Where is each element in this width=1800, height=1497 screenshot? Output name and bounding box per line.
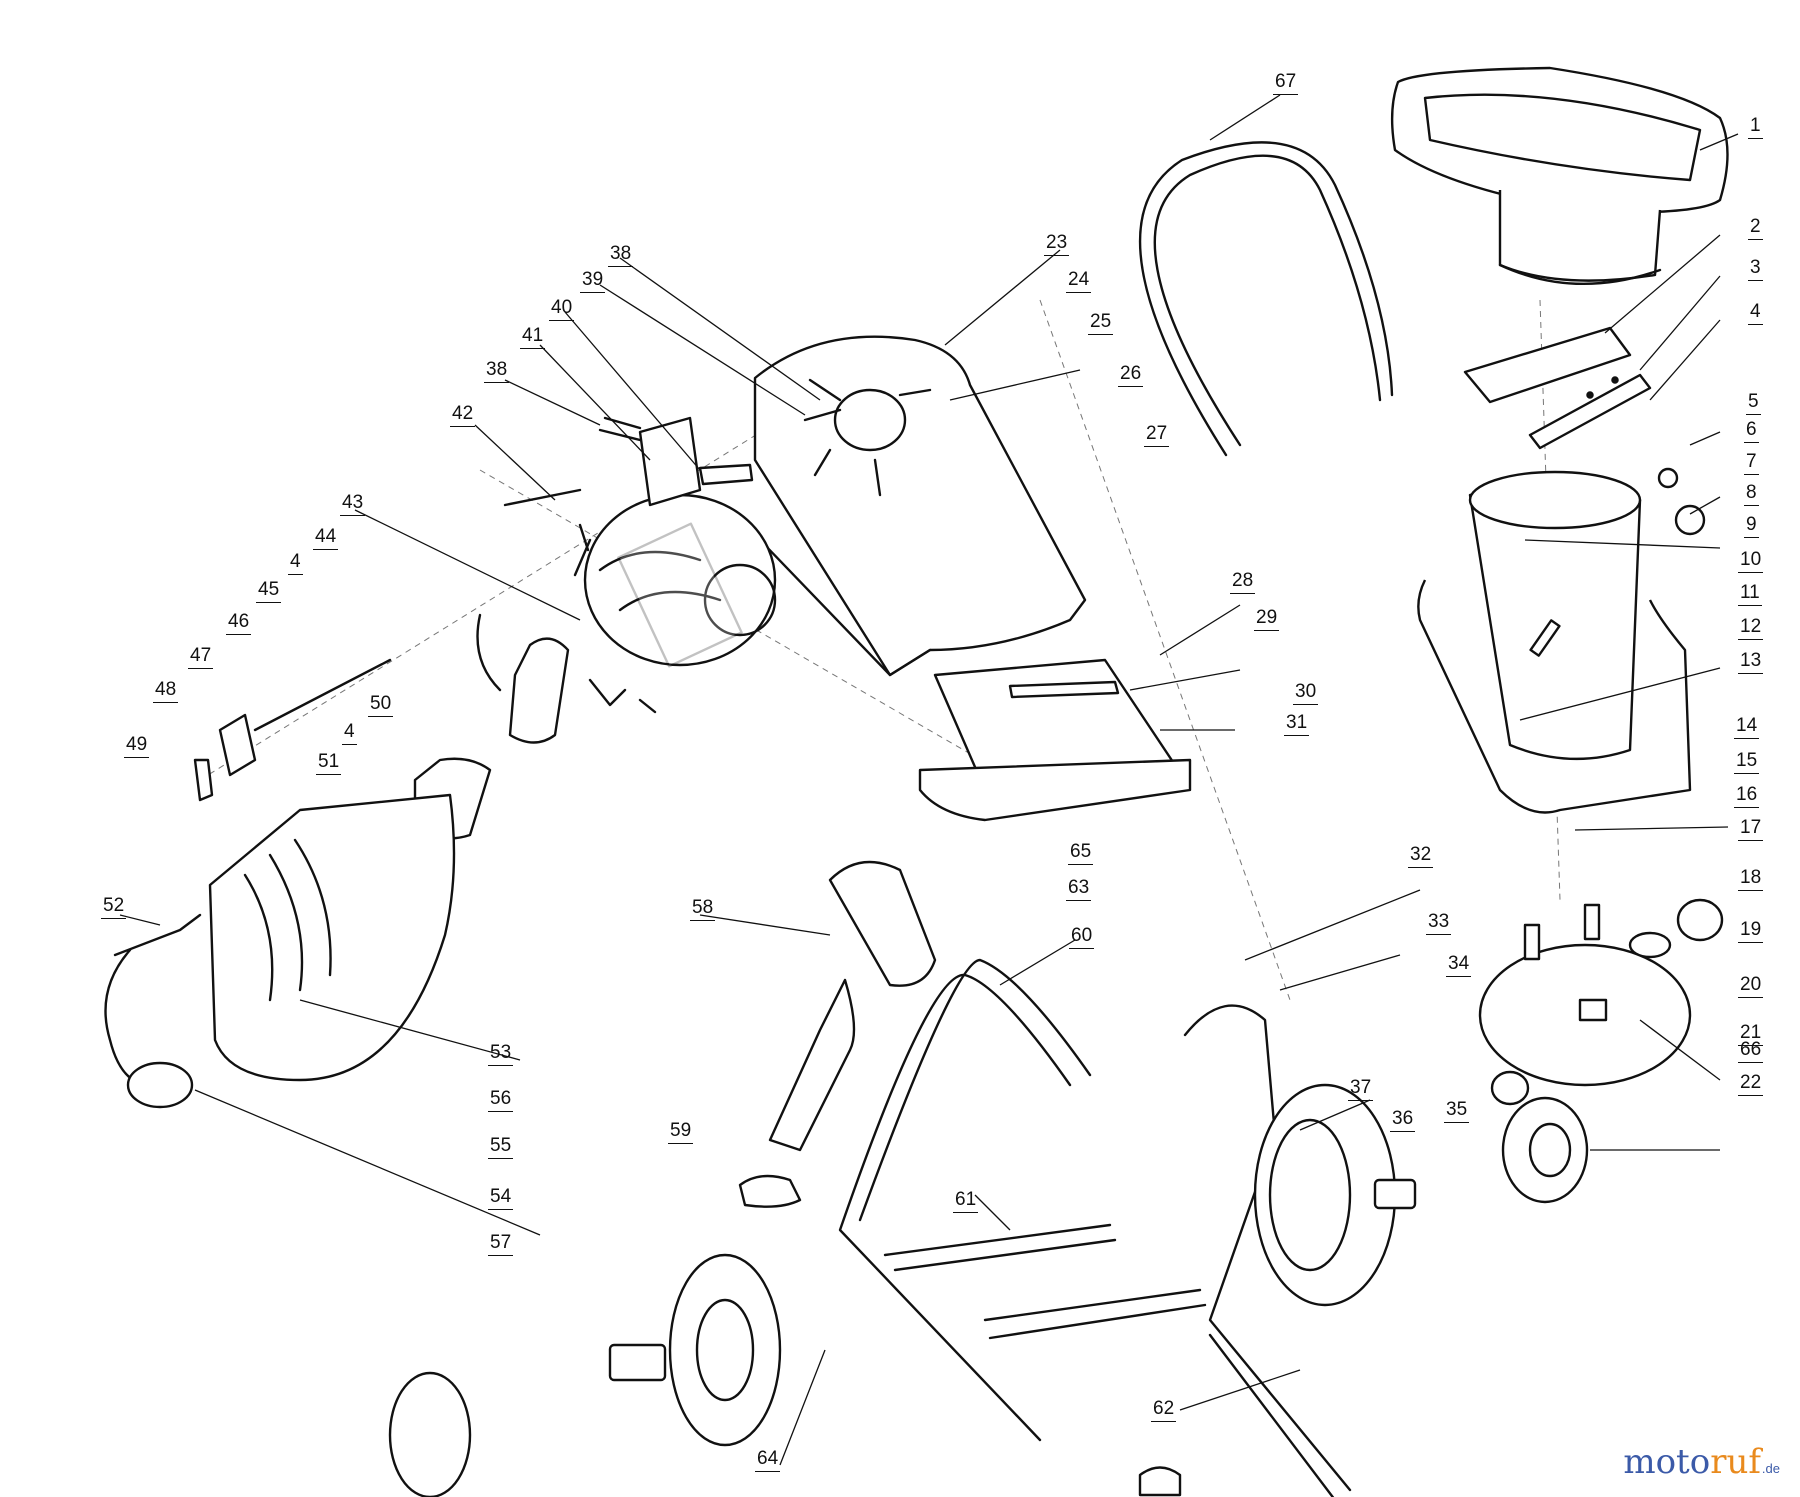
- callout-leader-lines: [119, 94, 1739, 1466]
- callout-15: 15: [1733, 750, 1760, 774]
- callout-53: 53: [487, 1042, 514, 1066]
- part-19-cutting-disc: [1478, 898, 1724, 1204]
- callout-40: 40: [548, 297, 575, 321]
- callout-10: 10: [1737, 549, 1764, 573]
- part-37-64-wheels: [388, 1083, 1417, 1497]
- callout-13: 13: [1737, 650, 1764, 674]
- callout-66: 66: [1737, 1039, 1764, 1063]
- callout-43: 43: [339, 492, 366, 516]
- part-42-44-50-capacitors: [413, 488, 592, 840]
- part-1-hopper-lid: [1390, 66, 1729, 286]
- callout-65: 65: [1067, 841, 1094, 865]
- callout-29: 29: [1253, 607, 1280, 631]
- callout-31: 31: [1283, 712, 1310, 736]
- callout-23: 23: [1043, 232, 1070, 256]
- callout-7: 7: [1744, 451, 1759, 475]
- callout-39: 39: [579, 269, 606, 293]
- watermark-logo: motoruf.de: [1623, 1445, 1780, 1479]
- callout-38: 38: [607, 243, 634, 267]
- callout-34: 34: [1445, 953, 1472, 977]
- callout-45: 45: [255, 579, 282, 603]
- callout-52: 52: [100, 895, 127, 919]
- callout-33: 33: [1425, 911, 1452, 935]
- callout-48: 48: [152, 679, 179, 703]
- callout-30: 30: [1292, 681, 1319, 705]
- callout-62: 62: [1150, 1398, 1177, 1422]
- callout-21: 21: [1737, 1022, 1764, 1046]
- callout-56: 56: [487, 1088, 514, 1112]
- callout-42: 42: [449, 403, 476, 427]
- callout-2: 2: [1748, 216, 1763, 240]
- callout-11: 11: [1738, 582, 1762, 606]
- callout-4: 4: [1748, 301, 1763, 325]
- part-67-handle-loop: [1138, 141, 1394, 457]
- part-40-switch: [598, 416, 754, 507]
- watermark-tld: .de: [1761, 1461, 1780, 1476]
- callout-51: 51: [315, 751, 342, 775]
- callout-4a: 4: [288, 551, 303, 575]
- part-26-upper-housing: [753, 335, 1087, 677]
- callout-63: 63: [1065, 877, 1092, 901]
- part-43-motor: [583, 493, 777, 714]
- callout-60: 60: [1068, 925, 1095, 949]
- callout-38b: 38: [483, 359, 510, 383]
- callout-49: 49: [123, 734, 150, 758]
- callout-35: 35: [1443, 1099, 1470, 1123]
- part-60-62-frame: [838, 958, 1352, 1497]
- callout-57: 57: [487, 1232, 514, 1256]
- callout-44: 44: [312, 526, 339, 550]
- part-31-motor-base: [918, 658, 1192, 822]
- callout-67: 67: [1272, 71, 1299, 95]
- callout-54: 54: [487, 1186, 514, 1210]
- callout-28: 28: [1229, 570, 1256, 594]
- watermark-part2: ruf: [1710, 1442, 1761, 1482]
- callout-36: 36: [1389, 1108, 1416, 1132]
- callout-22: 22: [1737, 1072, 1764, 1096]
- callout-61: 61: [952, 1189, 979, 1213]
- callout-55: 55: [487, 1135, 514, 1159]
- callout-4b: 4: [342, 721, 357, 745]
- callout-50: 50: [367, 693, 394, 717]
- callout-59: 59: [667, 1120, 694, 1144]
- callout-37: 37: [1347, 1077, 1374, 1101]
- callout-32: 32: [1407, 844, 1434, 868]
- callout-47: 47: [187, 645, 214, 669]
- callout-3: 3: [1748, 257, 1763, 281]
- callout-8: 8: [1744, 482, 1759, 506]
- callout-58: 58: [689, 897, 716, 921]
- part-58-handle-grip: [738, 860, 937, 1208]
- part-13-chute-housing: [1417, 467, 1706, 814]
- callout-25: 25: [1087, 311, 1114, 335]
- callout-64: 64: [754, 1448, 781, 1472]
- part-2-3-plates: [1463, 326, 1652, 450]
- callout-5: 5: [1746, 391, 1761, 415]
- callout-1: 1: [1748, 115, 1763, 139]
- callout-41: 41: [519, 325, 546, 349]
- part-53-motor-cover: [208, 793, 456, 1082]
- part-52-57-power-cable: [104, 658, 392, 1109]
- watermark-part1: moto: [1623, 1442, 1711, 1482]
- callout-18: 18: [1737, 867, 1764, 891]
- callout-16: 16: [1733, 784, 1760, 808]
- callout-9: 9: [1744, 514, 1759, 538]
- callout-17: 17: [1737, 817, 1764, 841]
- callout-6: 6: [1744, 419, 1759, 443]
- callout-20: 20: [1737, 974, 1764, 998]
- callout-12: 12: [1737, 616, 1764, 640]
- callout-27: 27: [1143, 423, 1170, 447]
- callout-24: 24: [1065, 269, 1092, 293]
- callout-14: 14: [1733, 715, 1760, 739]
- callout-19: 19: [1737, 919, 1764, 943]
- callout-26: 26: [1117, 363, 1144, 387]
- callout-46: 46: [225, 611, 252, 635]
